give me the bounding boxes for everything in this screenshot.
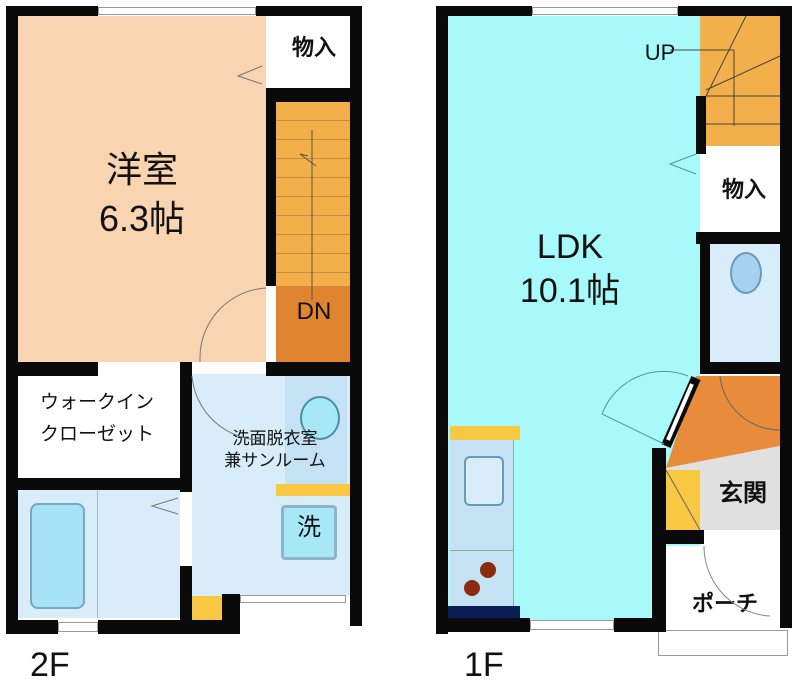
- room-storage-2f: [276, 16, 350, 88]
- wall: [6, 362, 98, 376]
- window-1f-bottom: [530, 620, 614, 630]
- wic-label-line2: クローゼット: [39, 423, 154, 445]
- floor-label-2f: 2F: [30, 646, 70, 684]
- wall: [6, 478, 192, 490]
- wall: [696, 232, 792, 244]
- room-walk-in-closet: [18, 376, 180, 478]
- washroom-label-line1: 洗面脱衣室: [232, 429, 318, 449]
- stove-burner-icon: [480, 562, 496, 578]
- washing-machine-label: 洗: [297, 513, 321, 541]
- washing-machine: [281, 505, 337, 560]
- floor-label-1f: 1F: [464, 646, 504, 684]
- storage-2f-label: 物入: [291, 36, 336, 61]
- kitchen-divider: [450, 550, 514, 551]
- wall: [780, 6, 792, 628]
- storage-1f-label: 物入: [721, 178, 766, 203]
- bath-divider: [97, 490, 98, 618]
- wall: [266, 102, 276, 286]
- window-2f-top: [98, 7, 256, 15]
- window-2f-bath: [58, 622, 98, 632]
- wall: [266, 88, 362, 102]
- window-1f-top: [532, 7, 678, 15]
- wall: [222, 594, 240, 634]
- stairs-2f-landing: [276, 286, 350, 362]
- stairs-1f-up-label: UP: [644, 40, 676, 65]
- wall: [696, 96, 706, 154]
- window-2f-washroom: [240, 595, 346, 603]
- wall: [678, 6, 790, 16]
- toilet-icon: [730, 252, 762, 294]
- wall: [700, 362, 780, 374]
- wall: [256, 6, 362, 16]
- floor-2f: 洋室 6.3帖 物入 DN ウォークイン クローゼット 洗面脱衣室 兼サンルーム…: [0, 0, 370, 690]
- porch-step: [658, 630, 788, 656]
- floor-1f: LDK 10.1帖 UP 物入 玄関 ポーチ: [430, 0, 800, 690]
- washroom-label-line2: 兼サンルーム: [224, 451, 326, 471]
- wall: [436, 618, 530, 632]
- stove-burner-icon: [464, 580, 480, 596]
- yellow-cabinet-2f: [192, 596, 222, 620]
- wall: [180, 566, 192, 632]
- wic-label-line1: ウォークイン: [39, 391, 154, 413]
- stairs-2f-dn-label: DN: [296, 298, 332, 325]
- western-room-size: 6.3帖: [98, 198, 186, 239]
- wall: [350, 6, 362, 626]
- wall: [98, 620, 234, 634]
- room-porch: [666, 546, 780, 626]
- bathtub: [30, 503, 85, 609]
- genkan-label: 玄関: [719, 479, 767, 507]
- wall: [436, 6, 532, 16]
- wall: [266, 362, 362, 376]
- ldk-size: 10.1帖: [519, 272, 621, 310]
- ldk-name: LDK: [536, 228, 604, 266]
- stairs-2f: [276, 102, 350, 286]
- wall: [652, 448, 666, 628]
- wall: [6, 6, 98, 16]
- door-swings-1f: [601, 15, 781, 617]
- wall: [180, 362, 192, 492]
- wall: [436, 6, 448, 634]
- kitchen-counter-top: [450, 426, 520, 440]
- kitchen-base: [448, 606, 520, 618]
- room-storage-1f: [706, 146, 780, 232]
- western-room-name: 洋室: [105, 150, 178, 191]
- wall: [666, 530, 704, 544]
- door-swings-2f: [150, 65, 317, 515]
- washbasin-icon: [300, 396, 340, 440]
- wall: [6, 620, 58, 634]
- kitchen-sink-icon: [464, 456, 504, 506]
- washroom-shelf: [276, 484, 350, 496]
- wall: [6, 6, 18, 634]
- wall: [614, 618, 666, 632]
- wall: [700, 244, 710, 372]
